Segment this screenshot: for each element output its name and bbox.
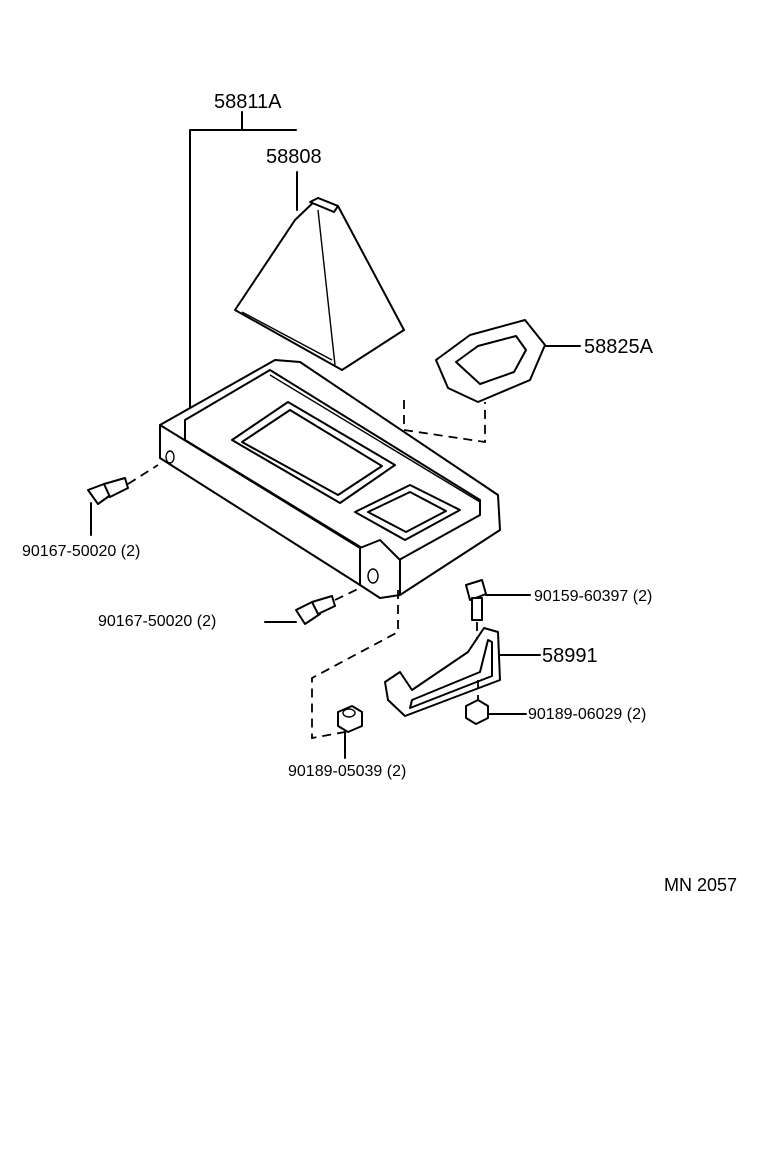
- label-nut-right: 90189-06029 (2): [528, 706, 647, 723]
- nut-placement-line: [311, 590, 399, 740]
- label-bolt: 90159-60397 (2): [534, 588, 653, 605]
- assembly-leader: [189, 111, 297, 421]
- small-tray: [435, 319, 581, 403]
- shift-boot: [234, 197, 405, 371]
- screw-bottom: [264, 587, 361, 625]
- label-tray: 58825A: [584, 336, 653, 358]
- diagram-code: MN 2057: [664, 875, 738, 895]
- nut-right: [465, 699, 527, 725]
- label-screw-bottom: 90167-50020 (2): [98, 613, 217, 630]
- bolt: [465, 579, 531, 640]
- screw-left: [87, 464, 159, 536]
- label-screw-left: 90167-50020 (2): [22, 543, 141, 560]
- label-bracket: 58991: [542, 645, 598, 667]
- console-body: [159, 359, 501, 599]
- label-assembly: 58811A: [214, 91, 282, 113]
- nut-left: [337, 705, 363, 759]
- tray-placement-line: [403, 400, 486, 444]
- label-boot: 58808: [266, 146, 322, 168]
- label-nut-left: 90189-05039 (2): [288, 763, 407, 780]
- bracket: [384, 627, 541, 717]
